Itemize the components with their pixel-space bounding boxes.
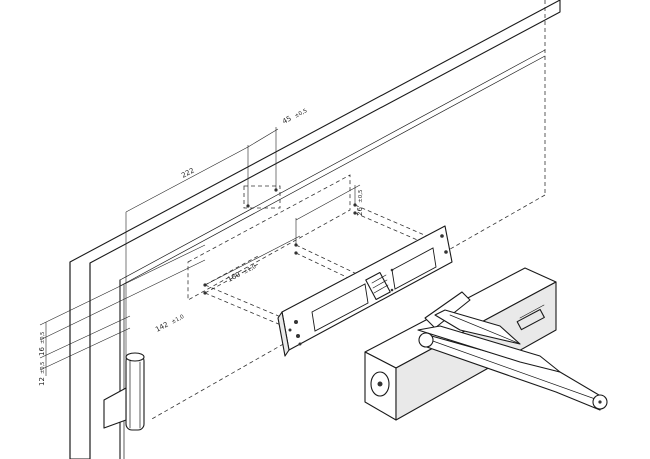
dimension-left-lower-tol: ±0,5 <box>40 362 46 374</box>
dimension-offset-top-value: 45 <box>281 115 293 126</box>
dimension-offset-right-tol: ±0,5 <box>358 189 364 203</box>
dimension-offset-top-tol: ±0,5 <box>294 108 309 120</box>
dimension-hinge-offset: 142 ±1,0 <box>154 312 186 334</box>
dimension-left-upper-tol: ±0,5 <box>40 332 46 344</box>
dimension-offset-right: 26 ±0,5 <box>356 189 364 216</box>
door-frame <box>69 0 561 459</box>
dimension-plate-span-value: 160 <box>226 270 242 283</box>
dimension-plate-span-tol: ±1,0 <box>243 264 258 276</box>
door-hinge <box>103 352 145 431</box>
dimension-hinge-offset-tol: ±1,0 <box>171 314 186 326</box>
dimension-left-lower: 12 ±0,5 <box>38 362 46 386</box>
dimension-width-from-hinge: 222 <box>180 166 196 179</box>
dimension-lines <box>39 127 361 376</box>
dimension-left-upper: 16 ±0,5 <box>38 332 46 356</box>
dimension-hinge-offset-value: 142 <box>154 320 170 333</box>
dimension-offset-right-value: 26 <box>356 207 364 216</box>
mounting-plate <box>277 225 453 357</box>
closer-arm <box>417 291 608 411</box>
dimension-left-upper-value: 16 <box>38 347 46 356</box>
dimension-offset-top: 45 ±0,5 <box>281 106 309 126</box>
dimension-left-lower-value: 12 <box>38 377 46 386</box>
